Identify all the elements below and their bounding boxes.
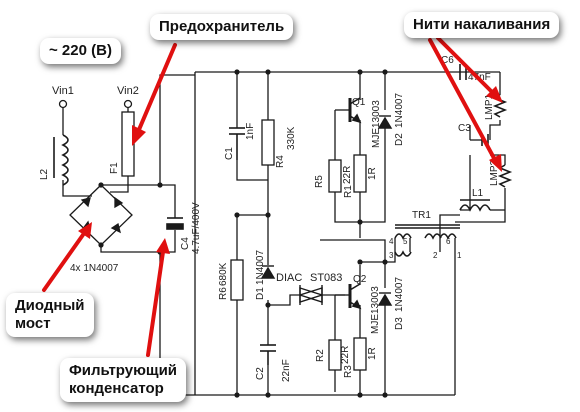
vin2-label: Vin2 — [117, 85, 139, 97]
q2-label: Q2 — [353, 274, 367, 285]
diac-label: DIAC — [276, 272, 302, 284]
r2-value: 22R — [340, 346, 351, 364]
c6-label: C6 — [441, 55, 454, 66]
annotation-arrows — [42, 36, 503, 357]
r3-value: 1R — [367, 347, 378, 360]
diode-d2 — [377, 115, 393, 129]
resistor-r1 — [353, 154, 367, 193]
d2-label: D2 — [394, 133, 405, 146]
transistor-q2 — [348, 283, 362, 310]
resistor-r5 — [328, 159, 342, 193]
r4-value: 330K — [286, 126, 297, 150]
capacitor-c1 — [229, 127, 245, 160]
filament-arrow-2 — [428, 38, 497, 162]
resistor-r6 — [230, 259, 244, 301]
f1-label: F1 — [109, 162, 120, 174]
transistor-q1 — [348, 97, 362, 124]
tr1-pin6: 6 — [446, 237, 451, 246]
inductor-l1 — [459, 199, 491, 212]
fuse-arrow — [136, 43, 177, 134]
diode-d1 — [260, 265, 276, 279]
diode-bridge — [69, 184, 133, 246]
d3-label: D3 — [394, 317, 405, 330]
bridge-label: 4x 1N4007 — [70, 263, 119, 274]
filament-arrow-1-head — [486, 86, 503, 103]
q2-type: MJE13003 — [370, 286, 381, 334]
c3-label: C3 — [458, 123, 471, 134]
tr1-pin1: 1 — [457, 251, 462, 260]
tr1-pin3: 3 — [389, 251, 394, 260]
filaments-callout: Нити накаливания — [404, 12, 560, 38]
capacitor-c2 — [260, 344, 276, 365]
tr1-label: TR1 — [412, 210, 431, 221]
diode-d3 — [377, 292, 393, 306]
voltage-callout: ~ 220 (В) — [40, 38, 121, 64]
filament-arrow-2-head — [489, 154, 502, 172]
input-terminals: Vin1 Vin2 — [52, 85, 139, 109]
tr1-pin4: 4 — [389, 237, 394, 246]
resistor-r3 — [353, 337, 367, 371]
d3-type: 1N4007 — [394, 277, 405, 312]
r3-label: R3 — [343, 365, 354, 378]
inductor-l2 — [53, 134, 69, 186]
tr1-pin5: 5 — [403, 237, 408, 246]
st083-label: ST083 — [310, 272, 342, 284]
l2-label: L2 — [39, 168, 50, 180]
bridge-arrow — [42, 230, 87, 292]
q1-type: MJE13003 — [371, 100, 382, 148]
filter-arrowhead — [156, 238, 170, 254]
r5-value: 22R — [342, 166, 353, 184]
resistor-r2 — [328, 339, 342, 371]
diac-st083 — [297, 285, 325, 305]
r4-label: R4 — [275, 155, 286, 168]
c1-label: C1 — [224, 147, 235, 160]
c2-value: 22nF — [281, 359, 292, 382]
r6-label: R6 — [218, 287, 229, 300]
diode-bridge-callout: Диодный мост — [6, 293, 94, 337]
r1-label: R1 — [343, 185, 354, 198]
d2-type: 1N4007 — [394, 93, 405, 128]
fuse-arrowhead — [132, 125, 146, 146]
c2-label: C2 — [255, 367, 266, 380]
r1-value: 1R — [367, 167, 378, 180]
lmp2-label: LMP2 — [489, 159, 500, 186]
diode-bridge-line2: мост — [15, 315, 51, 332]
filter-arrow — [146, 250, 165, 357]
c1-value: 1nF — [245, 123, 256, 140]
d1-type: 1N4007 — [255, 250, 266, 285]
c4-label: C4 — [180, 237, 191, 250]
r6-value: 680K — [218, 262, 229, 286]
r5-label: R5 — [314, 175, 325, 188]
r2-label: R2 — [315, 349, 326, 362]
c4-value: 4.7uF/400V — [191, 202, 202, 254]
vin1-label: Vin1 — [52, 85, 74, 97]
filament-arrow-1 — [436, 36, 497, 97]
filter-capacitor-line1: Фильтрующий — [69, 362, 178, 379]
l1-label: L1 — [472, 188, 484, 199]
filter-capacitor-callout: Фильтрующий конденсатор — [60, 358, 187, 402]
tr1-pin2: 2 — [433, 251, 438, 260]
fuse-callout: Предохранитель — [150, 14, 294, 40]
bridge-arrowhead — [78, 222, 92, 239]
lmp1-label: LMP1 — [484, 93, 495, 120]
diode-bridge-line1: Диодный — [15, 297, 85, 314]
capacitor-c4 — [166, 217, 184, 230]
resistor-r4 — [261, 119, 275, 166]
filter-capacitor-line2: конденсатор — [69, 380, 164, 397]
transformer-tr1 — [394, 224, 460, 257]
q1-label: Q1 — [352, 97, 366, 108]
d1-label: D1 — [255, 287, 266, 300]
